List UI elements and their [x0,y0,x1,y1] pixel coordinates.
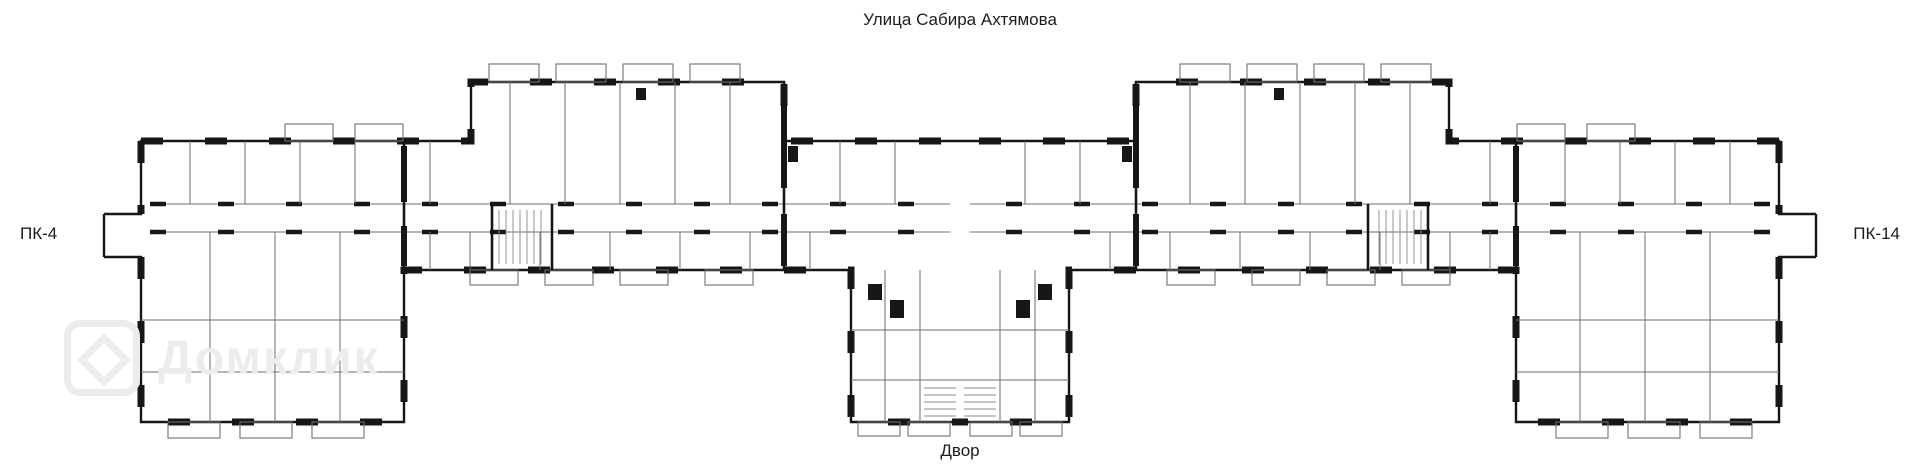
outer-wall [102,80,960,424]
entrance-core [851,270,960,422]
section-walls [401,82,882,300]
street-label: Улица Сабира Ахтямова [863,10,1057,29]
balconies-bottom [167,269,951,439]
partitions-lower [429,232,811,270]
wall-piers [137,78,960,426]
stairwell [490,204,554,270]
courtyard-label: Двор [940,441,980,460]
corridor-walls [150,201,950,235]
building-right-half [960,64,1816,438]
section-marker-pk4: ПК-4 [20,224,58,243]
partitions-upper [189,82,896,204]
left-wing-rooms [141,232,404,422]
building-left-half [102,63,960,439]
balconies-top [284,63,741,142]
section-marker-pk14: ПК-14 [1853,224,1900,243]
